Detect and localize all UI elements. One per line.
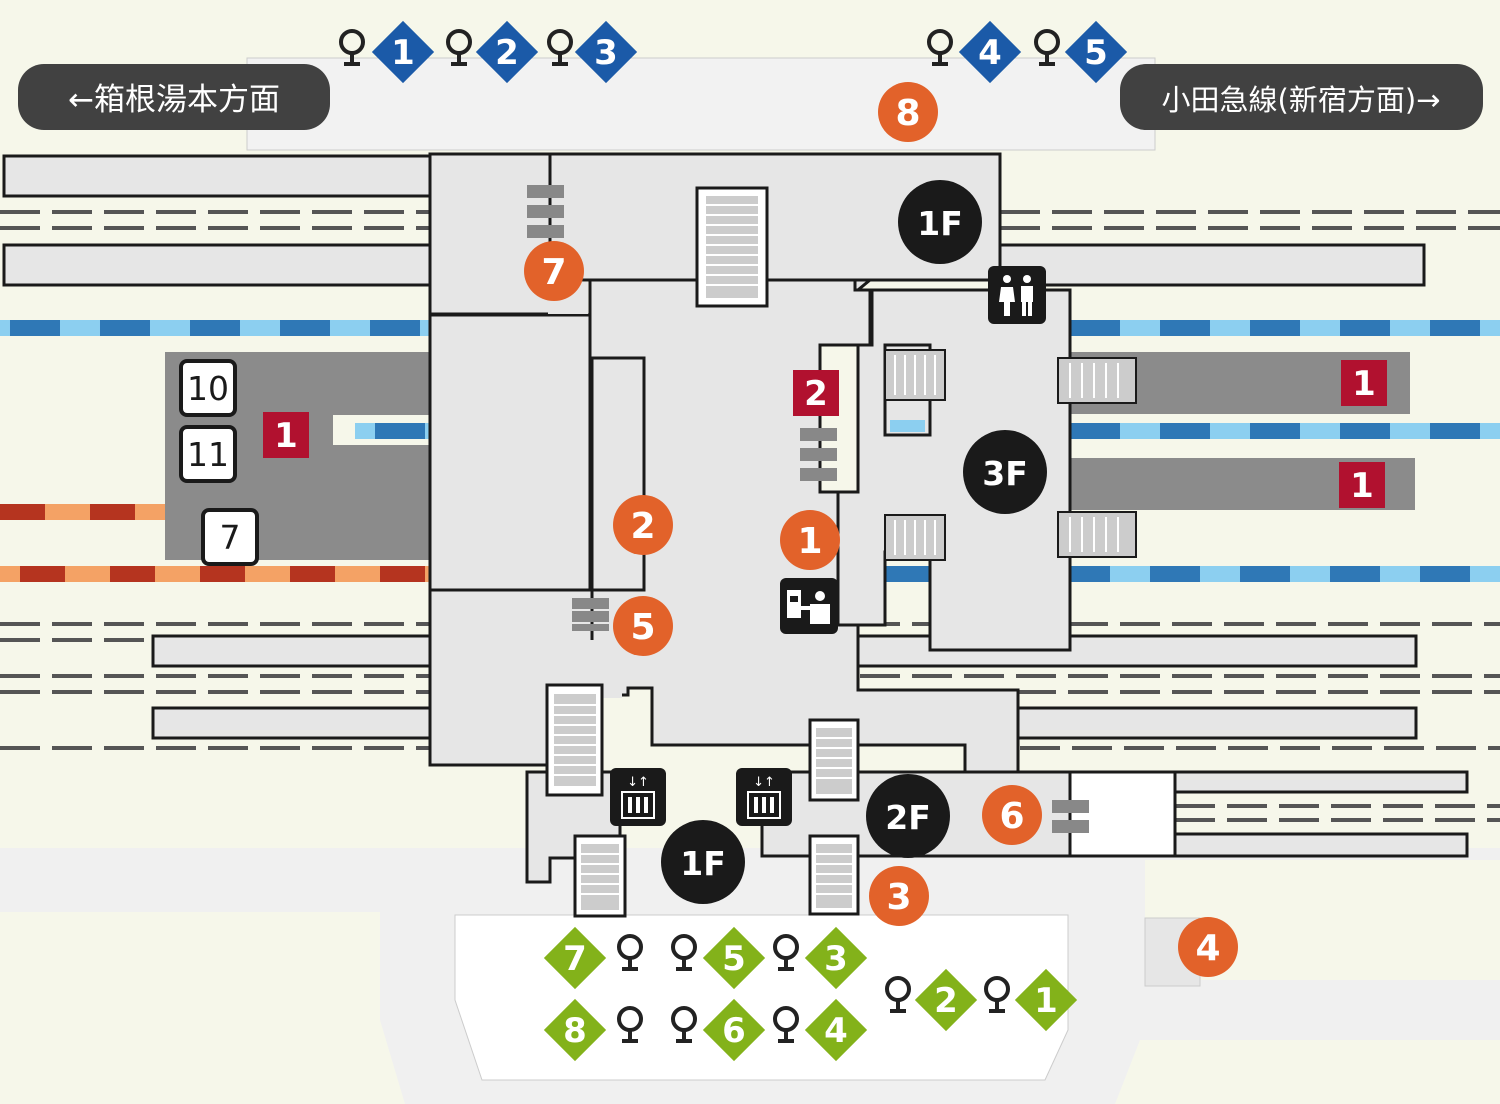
direction-left: ←箱根湯本方面: [18, 64, 330, 130]
restroom-icon: [988, 266, 1046, 324]
elevator-icon: ↓↑: [736, 768, 792, 826]
platform-number-box: 7: [201, 508, 259, 566]
exit-marker: 2: [613, 495, 673, 555]
exit-marker: 5: [613, 596, 673, 656]
bus-stop-number: 7: [563, 939, 587, 979]
bus-stop-number: 2: [495, 33, 519, 73]
platform-number: 1: [1350, 466, 1374, 506]
exit-number: 5: [630, 607, 655, 648]
floor-badge: 3F: [963, 430, 1047, 514]
floor-badges: 1F 3F 2F 1F: [661, 180, 1047, 904]
exit-marker: 7: [524, 241, 584, 301]
platform-number-red: 1: [1341, 360, 1387, 406]
platform-number: 1: [1352, 364, 1376, 404]
svg-text:↓↑: ↓↑: [753, 775, 775, 790]
exit-marker: 4: [1178, 917, 1238, 977]
floor-label: 3F: [982, 454, 1028, 493]
bus-stop-number: 5: [1084, 33, 1108, 73]
bus-stop-number: 2: [934, 981, 958, 1021]
direction-right: 小田急線(新宿方面)→: [1120, 64, 1483, 130]
svg-text:↓↑: ↓↑: [627, 775, 649, 790]
platform-number-box: 10: [179, 359, 237, 417]
exit-marker: 8: [878, 82, 938, 142]
bus-stop-number: 1: [391, 33, 415, 73]
elevator-icon: ↓↑: [610, 768, 666, 826]
platform-numbers: 10 11 7 1 2 1 1: [179, 359, 1387, 566]
platform-number-red: 1: [1339, 462, 1385, 508]
exits: 1 2 3 4 5 6 7 8: [524, 82, 1238, 977]
floor-badge: 1F: [898, 180, 982, 264]
platform-number-red: 2: [793, 370, 839, 416]
exit-number: 6: [999, 796, 1024, 837]
platforms: [2, 154, 1469, 858]
exit-number: 4: [1195, 928, 1220, 969]
exit-number: 1: [797, 521, 822, 562]
bus-stop-number: 5: [722, 939, 746, 979]
floor-label: 1F: [680, 844, 726, 883]
bus-stop-number: 4: [824, 1011, 848, 1051]
gates: [527, 185, 1089, 833]
bus-stop-number: 1: [1034, 981, 1058, 1021]
bus-stop-number: 6: [722, 1011, 746, 1051]
exit-number: 3: [886, 877, 911, 918]
floor-label: 2F: [885, 798, 931, 837]
platform-number-box: 11: [179, 425, 237, 483]
exit-number: 2: [630, 506, 655, 547]
exit-number: 7: [541, 252, 566, 293]
floor-badge: 2F: [866, 774, 950, 858]
floor-label: 1F: [917, 204, 963, 243]
floor-badge: 1F: [661, 820, 745, 904]
ticket-office-icon: [780, 578, 838, 634]
bus-stop-number: 8: [563, 1011, 587, 1051]
exit-number: 8: [895, 93, 920, 134]
direction-right-label: 小田急線(新宿方面)→: [1162, 83, 1441, 117]
bus-stop-number: 4: [978, 33, 1002, 73]
platform-number: 10: [187, 369, 229, 408]
platform-number: 11: [187, 435, 229, 474]
exit-marker: 1: [780, 510, 840, 570]
bus-stop-number: 3: [594, 33, 618, 73]
platform-number: 1: [274, 416, 298, 456]
platform-number: 7: [220, 518, 241, 557]
direction-left-label: ←箱根湯本方面: [68, 82, 280, 118]
exit-marker: 3: [869, 866, 929, 926]
platform-number-red: 1: [263, 412, 309, 458]
platform-number: 2: [804, 374, 828, 414]
bus-stop-number: 3: [824, 939, 848, 979]
escalators: [545, 186, 1137, 918]
exit-marker: 6: [982, 785, 1042, 845]
